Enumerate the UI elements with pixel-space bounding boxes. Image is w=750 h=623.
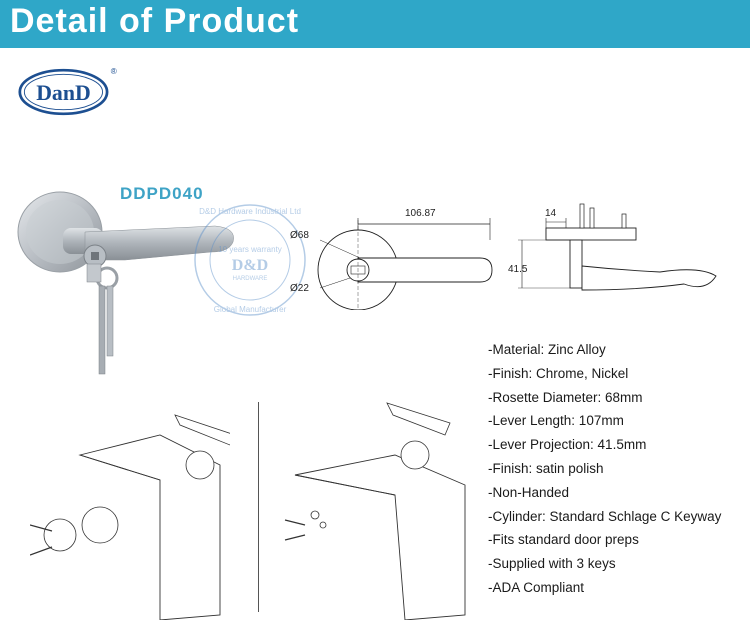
installation-drawing-right	[284, 402, 466, 620]
spec-ada: -ADA Compliant	[488, 579, 585, 595]
watermark-center: D&D	[232, 257, 268, 274]
spec-finish-polish: -Finish: satin polish	[488, 460, 604, 476]
side-view-drawing	[518, 203, 717, 291]
watermark-sub: HARDWARE	[233, 276, 268, 282]
spec-rosette-diameter: -Rosette Diameter: 68mm	[488, 389, 643, 405]
watermark-seal: 10 years warranty D&D HARDWARE D&D Hardw…	[194, 204, 306, 316]
front-view-drawing	[317, 218, 493, 310]
spec-lever-length: -Lever Length: 107mm	[488, 413, 624, 429]
watermark-warranty: 10 years warranty	[218, 245, 282, 254]
dim-projection: 41.5	[508, 264, 528, 275]
spec-handing: -Non-Handed	[488, 484, 570, 500]
spec-door-preps: -Fits standard door preps	[488, 532, 639, 548]
watermark-ring-bottom: Global Manufacturer	[214, 305, 287, 314]
header-bar: Detail of Product	[0, 0, 750, 48]
spec-keys: -Supplied with 3 keys	[488, 556, 616, 572]
spec-material: -Material: Zinc Alloy	[488, 342, 606, 357]
installation-drawing-left	[30, 414, 230, 620]
product-photo	[17, 191, 234, 375]
model-number: DDPD040	[120, 184, 204, 203]
drawing-divider	[258, 402, 259, 612]
watermark-ring-top: D&D Hardware Industrial Ltd	[199, 207, 301, 216]
spec-finish: -Finish: Chrome, Nickel	[488, 365, 629, 381]
spec-cylinder: -Cylinder: Standard Schlage C Keyway	[488, 508, 722, 524]
dim-rosette-diameter: Ø68	[290, 230, 309, 241]
dim-cylinder-diameter: Ø22	[290, 283, 309, 294]
logo-text: DanD	[36, 81, 91, 105]
page-title: Detail of Product	[10, 2, 300, 40]
dand-logo: DanD ®	[18, 67, 117, 116]
dim-lever-length: 106.87	[405, 208, 436, 219]
dim-rose-thickness: 14	[545, 208, 557, 219]
spec-lever-projection: -Lever Projection: 41.5mm	[488, 437, 647, 453]
registered-mark: ®	[111, 67, 117, 76]
spec-list: -Material: Zinc Alloy -Finish: Chrome, N…	[488, 338, 721, 600]
